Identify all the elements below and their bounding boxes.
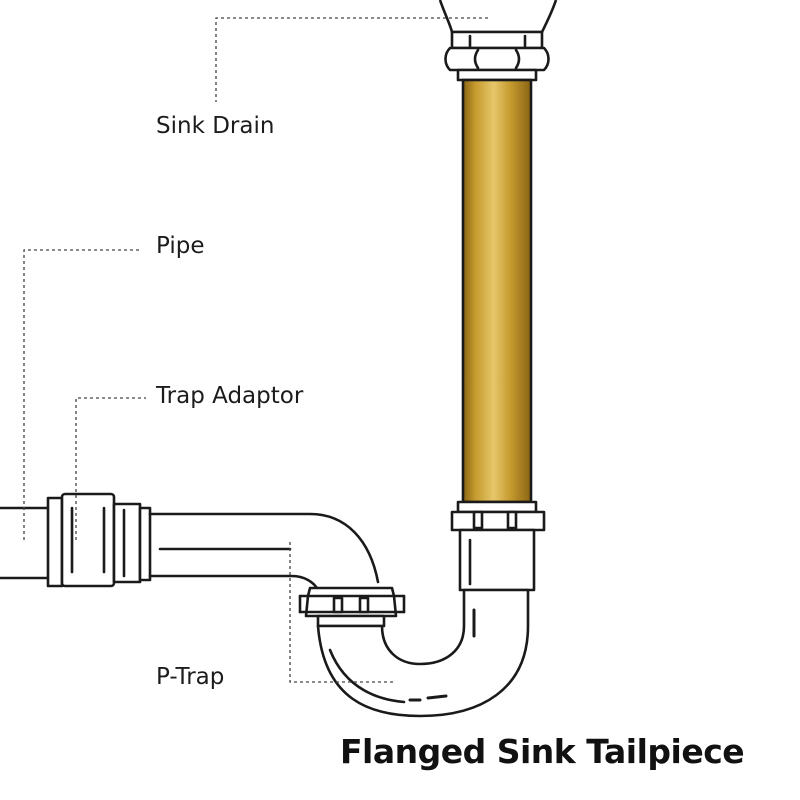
sink-drain: [438, 0, 558, 82]
label-sink-drain: Sink Drain: [156, 113, 275, 139]
tailpiece-slip-nut: [450, 500, 546, 592]
brass-tailpiece: [461, 78, 533, 504]
pipe: [0, 496, 64, 588]
p-trap-u-bend: [316, 588, 530, 718]
label-trap-adaptor: Trap Adaptor: [156, 383, 304, 409]
leader-lines: [23, 17, 488, 683]
label-pipe: Pipe: [156, 233, 205, 259]
trap-adaptor: [60, 492, 152, 588]
diagram-title: Flanged Sink Tailpiece: [340, 732, 745, 771]
label-p-trap: P-Trap: [156, 664, 225, 690]
p-trap-arm: [148, 512, 380, 592]
p-trap-flange-nut: [298, 586, 406, 628]
